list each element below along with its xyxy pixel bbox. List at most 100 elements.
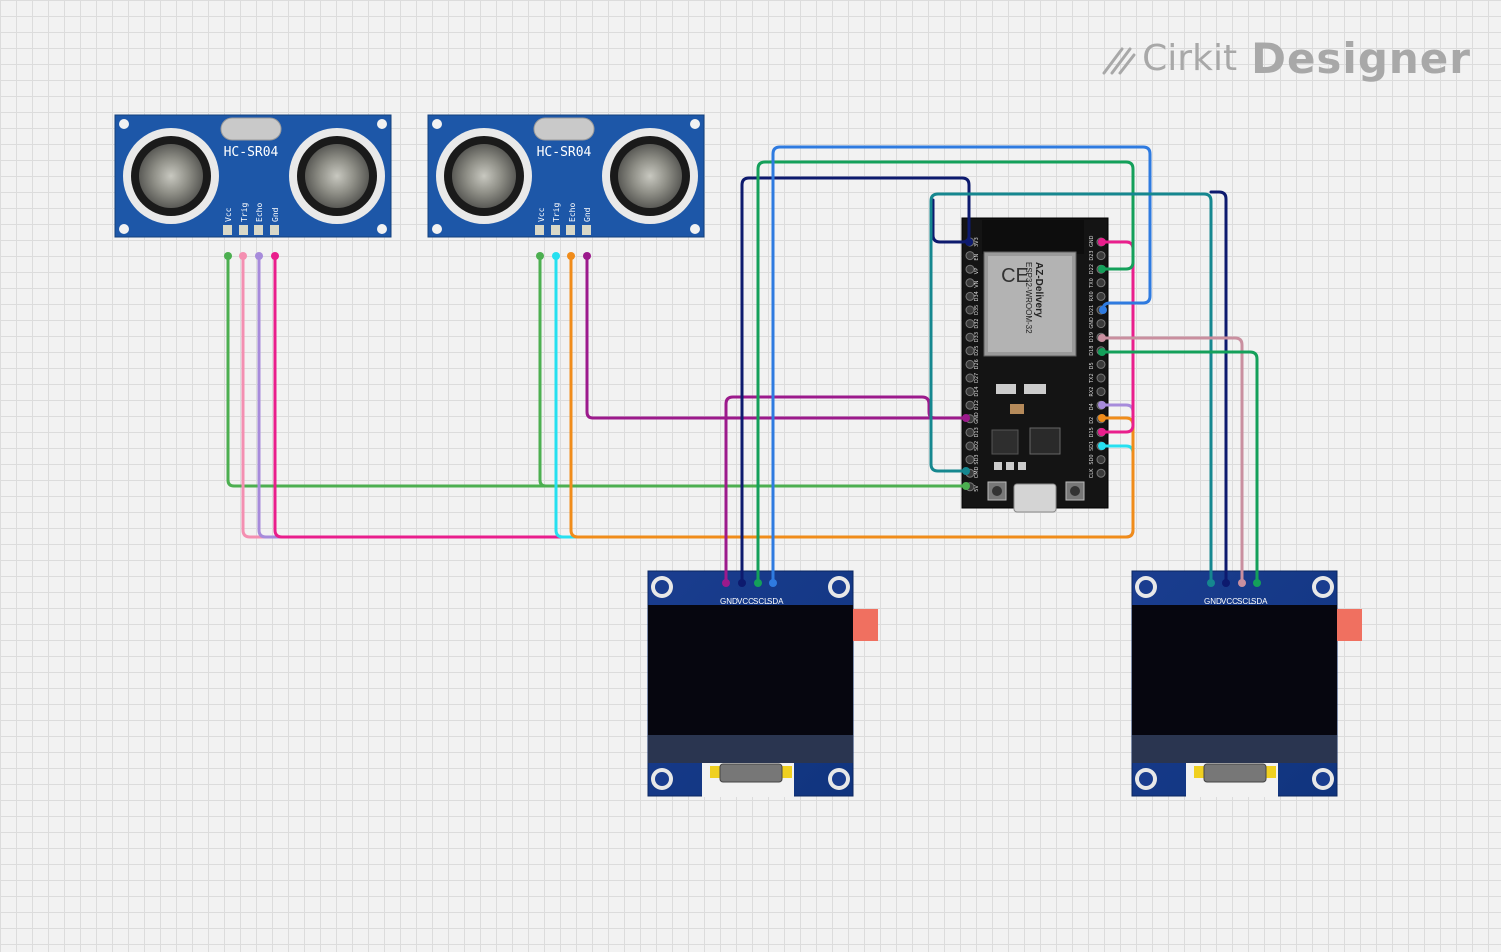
smd-component [1024, 384, 1046, 394]
esp32-pin-vp[interactable] [965, 264, 975, 274]
pin-header[interactable] [566, 225, 575, 235]
wire-sensor1-vcc[interactable] [226, 254, 968, 488]
wire-endpoint[interactable] [962, 414, 970, 422]
esp32-pin-label: SD0 [1089, 454, 1095, 464]
esp32-pin-vn[interactable] [965, 278, 975, 288]
wire-endpoint[interactable] [1253, 579, 1261, 587]
oled-display-2[interactable]: GND VCC SCL SDA [1131, 570, 1362, 797]
wire-endpoint[interactable] [962, 482, 970, 490]
esp32-pin-d25[interactable] [965, 346, 975, 356]
micro-usb-port [1013, 483, 1057, 513]
esp32-pin-d14[interactable] [965, 387, 975, 397]
wire-endpoint[interactable] [1099, 306, 1107, 314]
esp32-pin-label: GND [1089, 317, 1095, 329]
wire-endpoint[interactable] [239, 252, 247, 260]
wire-oled2-gnd[interactable] [929, 192, 1213, 585]
ultrasonic-sensor-1[interactable]: HC-SR04 Vcc Trig Echo Gnd [114, 114, 392, 238]
pin-header[interactable] [535, 225, 544, 235]
esp32-pin-d26[interactable] [965, 359, 975, 369]
wire-endpoint[interactable] [1098, 348, 1106, 356]
pin-header[interactable] [582, 225, 591, 235]
esp32-pin-d35[interactable] [965, 305, 975, 315]
esp32-pin-label: SD1 [1089, 441, 1095, 451]
wire-sensor2-gnd[interactable] [585, 254, 968, 420]
pin-label-vcc: Vcc [224, 207, 233, 222]
esp32-pin-label: D21 [1089, 305, 1095, 315]
wire-oled1-sda[interactable] [771, 145, 1152, 585]
wire-oled1-scl[interactable] [756, 160, 1135, 585]
wire-endpoint[interactable] [1098, 265, 1106, 273]
wire-endpoint[interactable] [567, 252, 575, 260]
wire-endpoint[interactable] [962, 467, 970, 475]
esp32-pin-d32[interactable] [965, 319, 975, 329]
pin-header[interactable] [223, 225, 232, 235]
wire-endpoint[interactable] [1098, 238, 1106, 246]
wire-oled2-scl[interactable] [1100, 336, 1244, 585]
pin-header[interactable] [270, 225, 279, 235]
wire-endpoint[interactable] [1098, 334, 1106, 342]
esp32-board[interactable]: CE AZ-Delivery ESP32-WROOM-32 3V3ENVPVND… [961, 217, 1109, 513]
wire-endpoint[interactable] [1098, 401, 1106, 409]
mount-hole [377, 119, 387, 129]
antenna-area [982, 220, 1084, 254]
pin-header[interactable] [239, 225, 248, 235]
pin-label-sda: SDA [767, 597, 784, 606]
smd-component [994, 462, 1002, 470]
boot-button[interactable] [987, 481, 1007, 501]
wire-sensor1-gnd[interactable] [273, 254, 562, 539]
reset-button[interactable] [1065, 481, 1085, 501]
wire-endpoint[interactable] [583, 252, 591, 260]
oled-display-1[interactable]: GND VCC SCL SDA [647, 570, 878, 797]
wire-endpoint[interactable] [224, 252, 232, 260]
wire-endpoint[interactable] [1222, 579, 1230, 587]
esp32-pin-tx2[interactable] [1096, 373, 1106, 383]
esp32-pin-sd2[interactable] [965, 441, 975, 451]
wire-endpoint[interactable] [1098, 414, 1106, 422]
pin-header[interactable] [254, 225, 263, 235]
wire-sensor1-trig[interactable] [241, 254, 562, 539]
ultrasonic-sensor-2[interactable]: HC-SR04 Vcc Trig Echo Gnd [427, 114, 705, 238]
esp32-pin-d33[interactable] [965, 332, 975, 342]
wire-endpoint[interactable] [769, 579, 777, 587]
esp32-pin-d12[interactable] [965, 400, 975, 410]
wire-endpoint[interactable] [255, 252, 263, 260]
wire-endpoint[interactable] [552, 252, 560, 260]
esp32-pin-d23[interactable] [1096, 251, 1106, 261]
esp32-pin-d27[interactable] [965, 373, 975, 383]
wire-endpoint[interactable] [738, 579, 746, 587]
wire-endpoint[interactable] [536, 252, 544, 260]
esp32-pin-d5[interactable] [1096, 359, 1106, 369]
wire-sensor2-vcc[interactable] [538, 254, 548, 488]
wire-sensor2-echo[interactable] [569, 254, 1135, 539]
esp32-pin-en[interactable] [965, 251, 975, 261]
esp32-pin-d13[interactable] [965, 427, 975, 437]
wire-oled2-vcc[interactable] [1209, 190, 1228, 585]
wire-endpoint[interactable] [965, 238, 973, 246]
esp32-pin-rx0[interactable] [1096, 291, 1106, 301]
transducer-right [602, 128, 698, 224]
wire-endpoint[interactable] [1098, 442, 1106, 450]
transducer-right [289, 128, 385, 224]
esp32-pin-sd3[interactable] [965, 455, 975, 465]
wire-endpoint[interactable] [722, 579, 730, 587]
esp32-pin-d34[interactable] [965, 291, 975, 301]
esp32-pin-clk[interactable] [1096, 468, 1106, 478]
wire-endpoint[interactable] [754, 579, 762, 587]
wire-endpoint[interactable] [1238, 579, 1246, 587]
esp32-pin-gnd[interactable] [1096, 319, 1106, 329]
wire-endpoint[interactable] [1098, 428, 1106, 436]
wire-endpoint[interactable] [271, 252, 279, 260]
ribbon-connector [710, 766, 722, 778]
esp32-pin-tx0[interactable] [1096, 278, 1106, 288]
esp32-pin-sd0[interactable] [1096, 455, 1106, 465]
flex-cable [719, 763, 783, 783]
wire-endpoint[interactable] [1207, 579, 1215, 587]
pin-header[interactable] [551, 225, 560, 235]
flex-cable [1203, 763, 1267, 783]
module-maker-label: AZ-Delivery [1033, 262, 1044, 318]
esp32-pin-rx2[interactable] [1096, 387, 1106, 397]
wire-oled2-sda[interactable] [1100, 350, 1259, 585]
esp32-pin-label: D33 [974, 332, 980, 342]
wire-oled1-vcc[interactable] [740, 176, 971, 585]
